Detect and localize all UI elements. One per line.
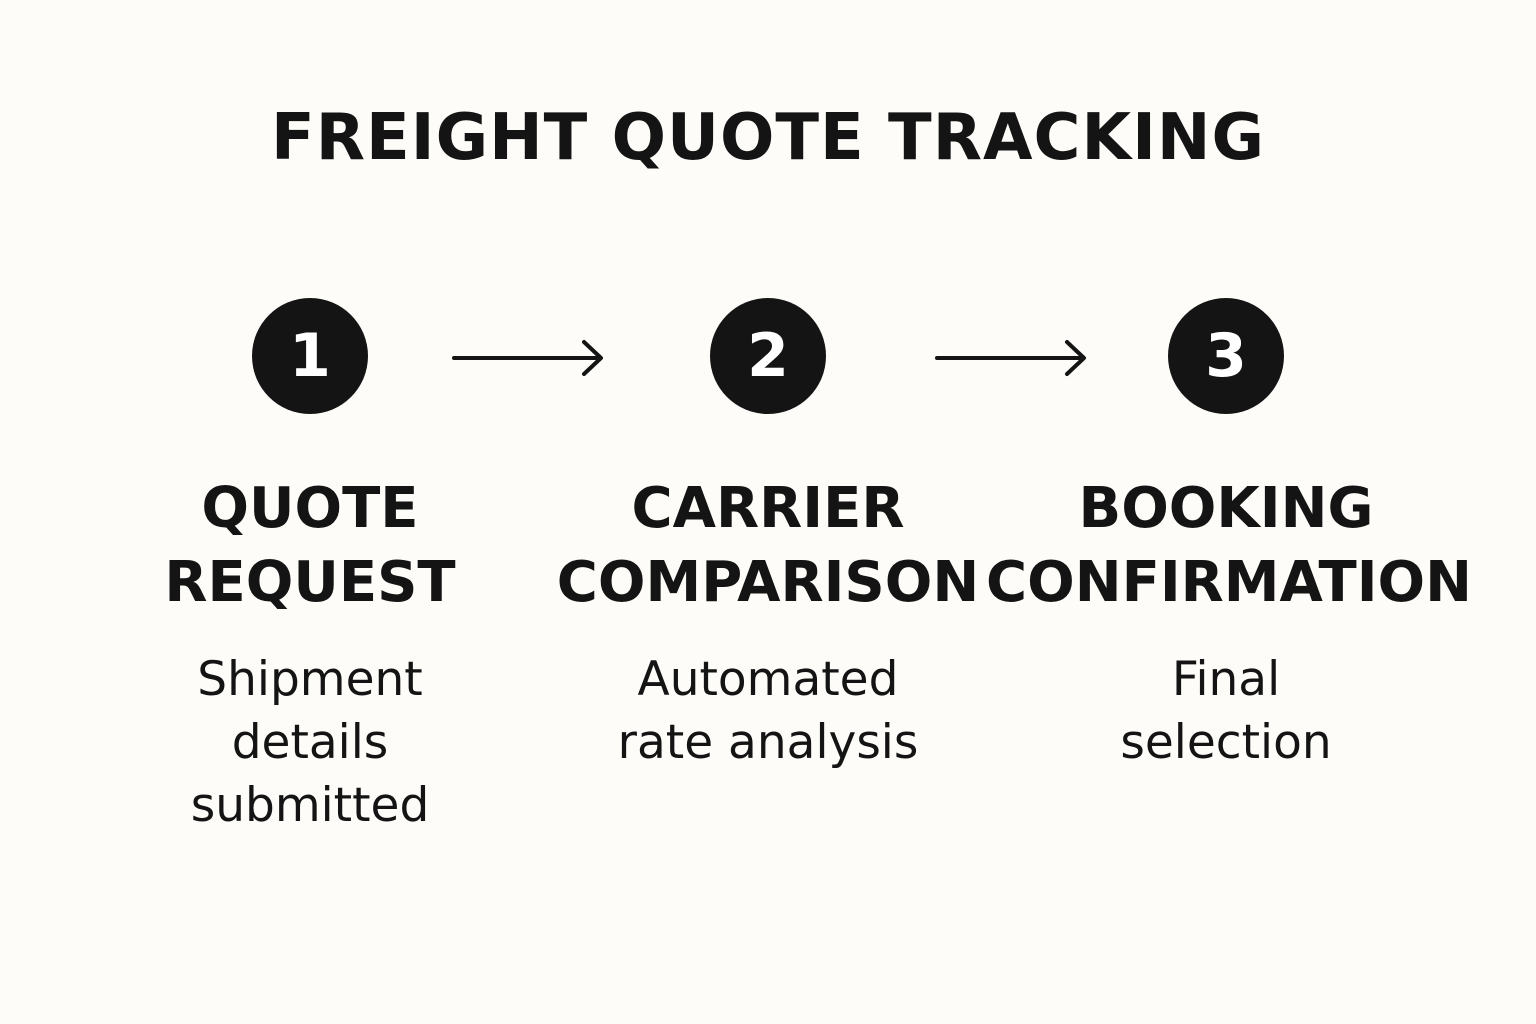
step-title-line: CONFIRMATION [986,550,1473,615]
step-title-line: QUOTE [201,476,419,541]
step-number-badge: 3 [1168,298,1284,414]
step-title-line: COMPARISON [556,550,980,615]
step-3: 3 BOOKING CONFIRMATION Final selection [986,298,1473,774]
step-description: Automated rate analysis [528,648,1008,774]
step-description-line: Automated [637,652,899,707]
step-description-line: Final [1171,652,1281,707]
step-description-line: rate analysis [617,715,919,770]
step-description-line: submitted [190,778,430,833]
step-title-line: BOOKING [1078,476,1374,541]
step-title: BOOKING CONFIRMATION [986,472,1473,620]
step-description: Final selection [986,648,1466,774]
step-title: CARRIER COMPARISON [528,472,1008,620]
step-2: 2 CARRIER COMPARISON Automated rate anal… [528,298,1008,774]
arrow-right-icon [935,340,1086,376]
step-number-badge: 2 [710,298,826,414]
page-title: FREIGHT QUOTE TRACKING [271,101,1265,175]
step-description-line: details [231,715,389,770]
arrow-right-icon [452,340,603,376]
step-title-line: CARRIER [631,476,905,541]
step-1: 1 QUOTE REQUEST Shipment details submitt… [70,298,550,837]
step-description-line: selection [1120,715,1332,770]
step-description-line: Shipment [197,652,423,707]
step-number-badge: 1 [252,298,368,414]
step-title: QUOTE REQUEST [70,472,550,620]
step-description: Shipment details submitted [70,648,550,837]
step-title-line: REQUEST [164,550,456,615]
